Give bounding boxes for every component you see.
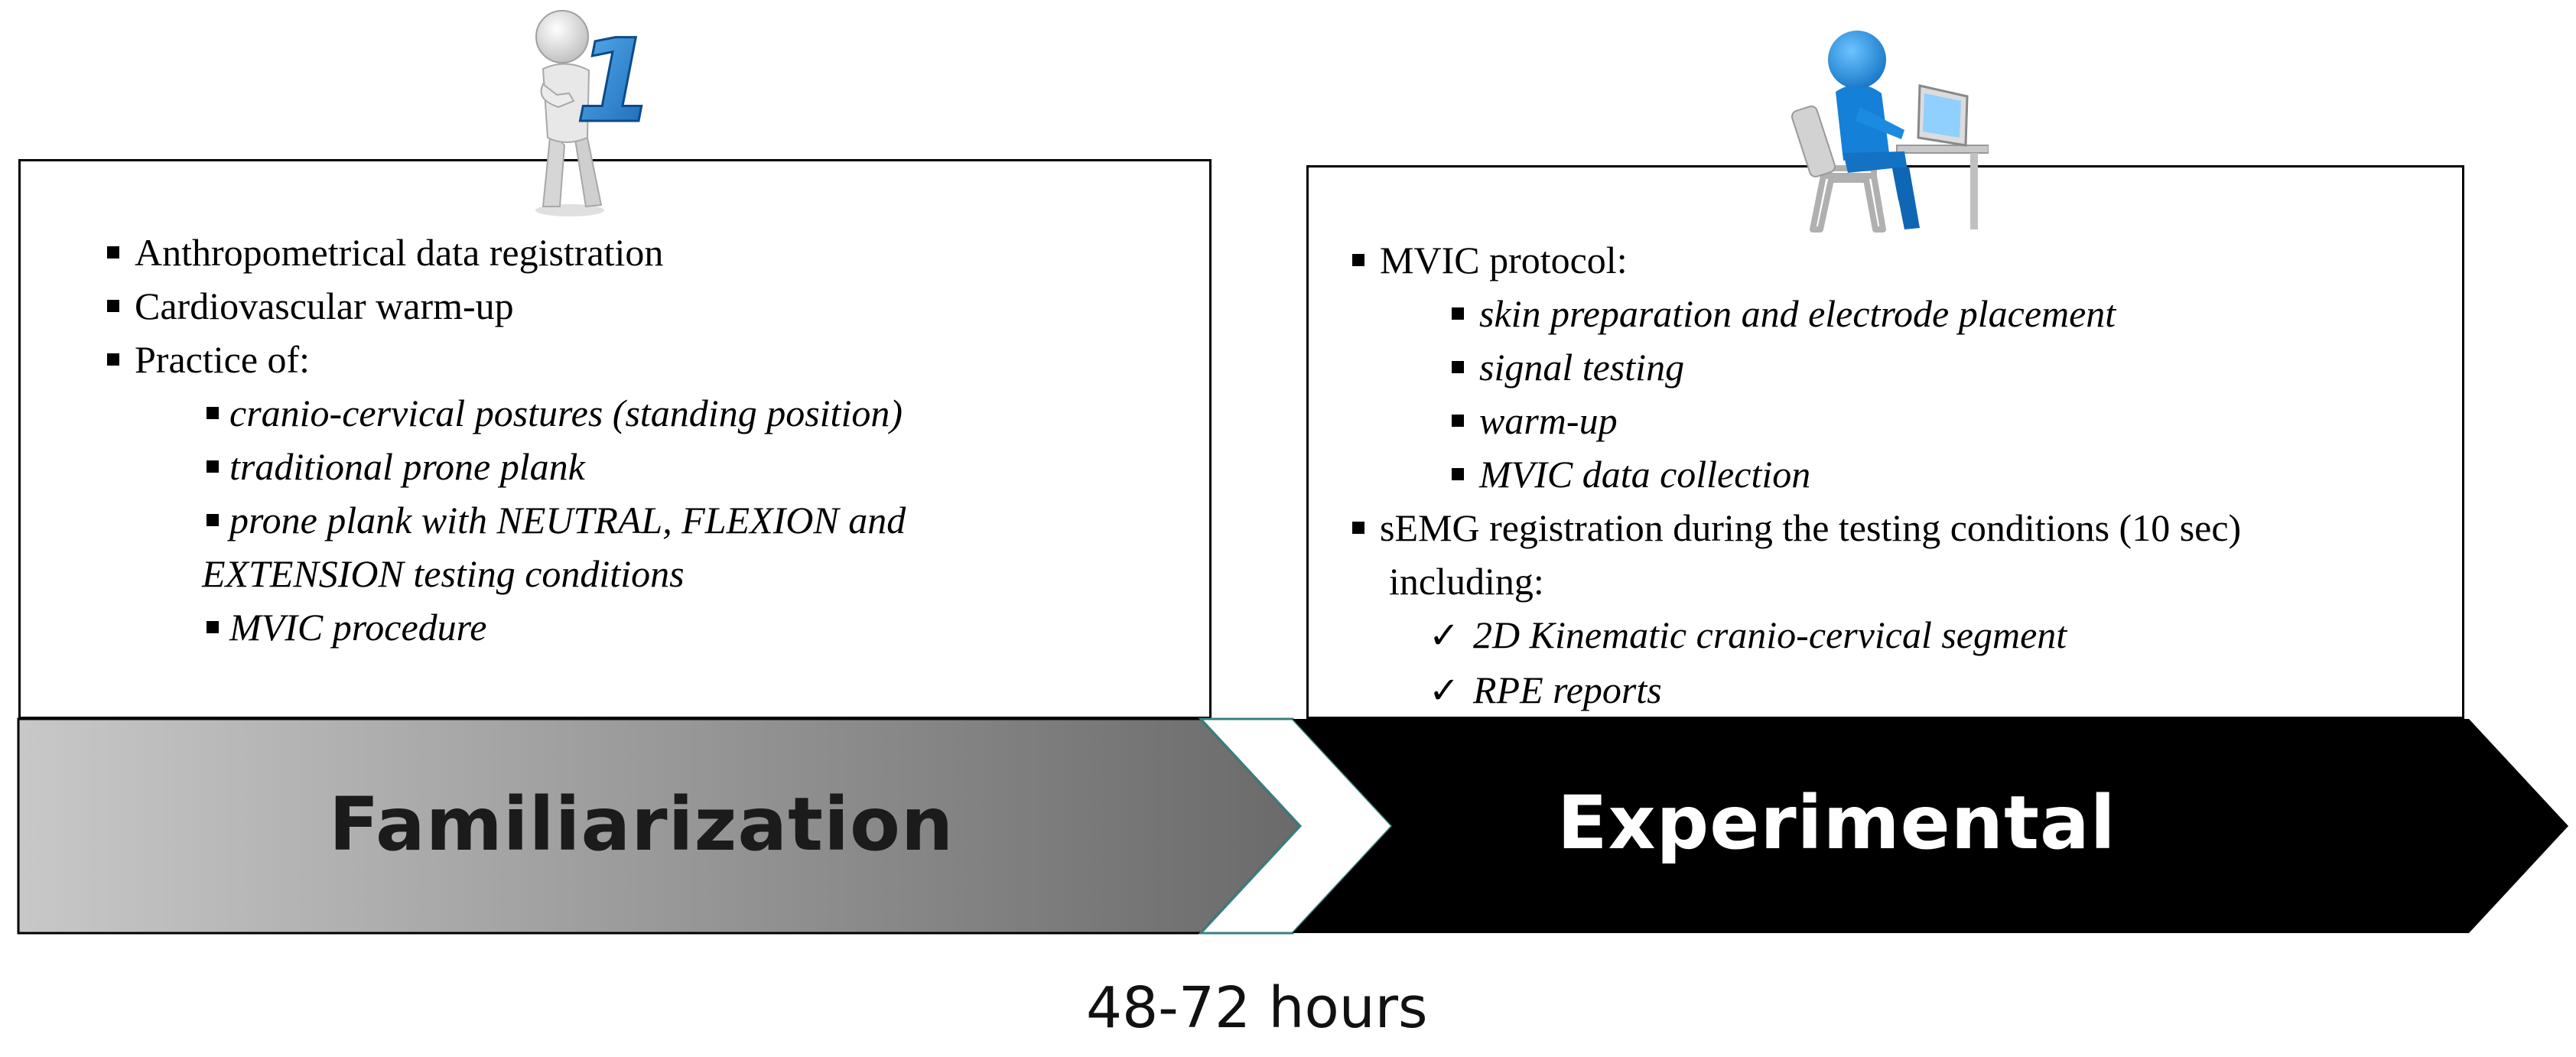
familiarization-list: Anthropometrical data registration Cardi… (107, 226, 906, 654)
sub-list-item-continuation: EXTENSION testing conditions (202, 552, 685, 595)
list-item: Anthropometrical data registration (107, 226, 906, 279)
list-item: sEMG registration during the testing con… (1352, 501, 2241, 555)
list-item-continuation: including: (1389, 560, 1544, 603)
phase-banner (17, 717, 2568, 935)
person-at-laptop-icon (1791, 31, 1989, 233)
svg-text:1: 1 (575, 15, 655, 148)
sub-list-item: signal testing (1352, 340, 2241, 394)
sub-list-item: traditional prone plank (107, 440, 906, 493)
sub-list-item: warm-up (1352, 394, 2241, 447)
familiarization-label: Familiarization (329, 782, 955, 867)
list-item: MVIC protocol: (1352, 233, 2241, 287)
check-item: ✓RPE reports (1352, 663, 2241, 718)
sub-list-item: prone plank with NEUTRAL, FLEXION and (107, 493, 906, 547)
list-item: Practice of: (107, 333, 906, 386)
sub-list-item: skin preparation and electrode placement (1352, 287, 2241, 340)
experimental-arrow (1293, 719, 2568, 933)
list-item: Cardiovascular warm-up (107, 279, 906, 333)
sub-list-item: MVIC procedure (107, 600, 906, 654)
check-item: ✓2D Kinematic cranio-cervical segment (1352, 608, 2241, 663)
experimental-label: Experimental (1557, 780, 2116, 866)
sub-list-item: MVIC data collection (1352, 447, 2241, 501)
check-icon: ✓ (1429, 616, 1460, 656)
experimental-list: MVIC protocol: skin preparation and elec… (1352, 233, 2241, 718)
experimental-box (1306, 165, 2464, 719)
check-icon: ✓ (1429, 671, 1460, 711)
duration-label: 48-72 hours (1086, 975, 1428, 1041)
sub-list-item: cranio-cervical postures (standing posit… (107, 386, 906, 440)
person-holding-number-icon: 1 (535, 10, 656, 216)
